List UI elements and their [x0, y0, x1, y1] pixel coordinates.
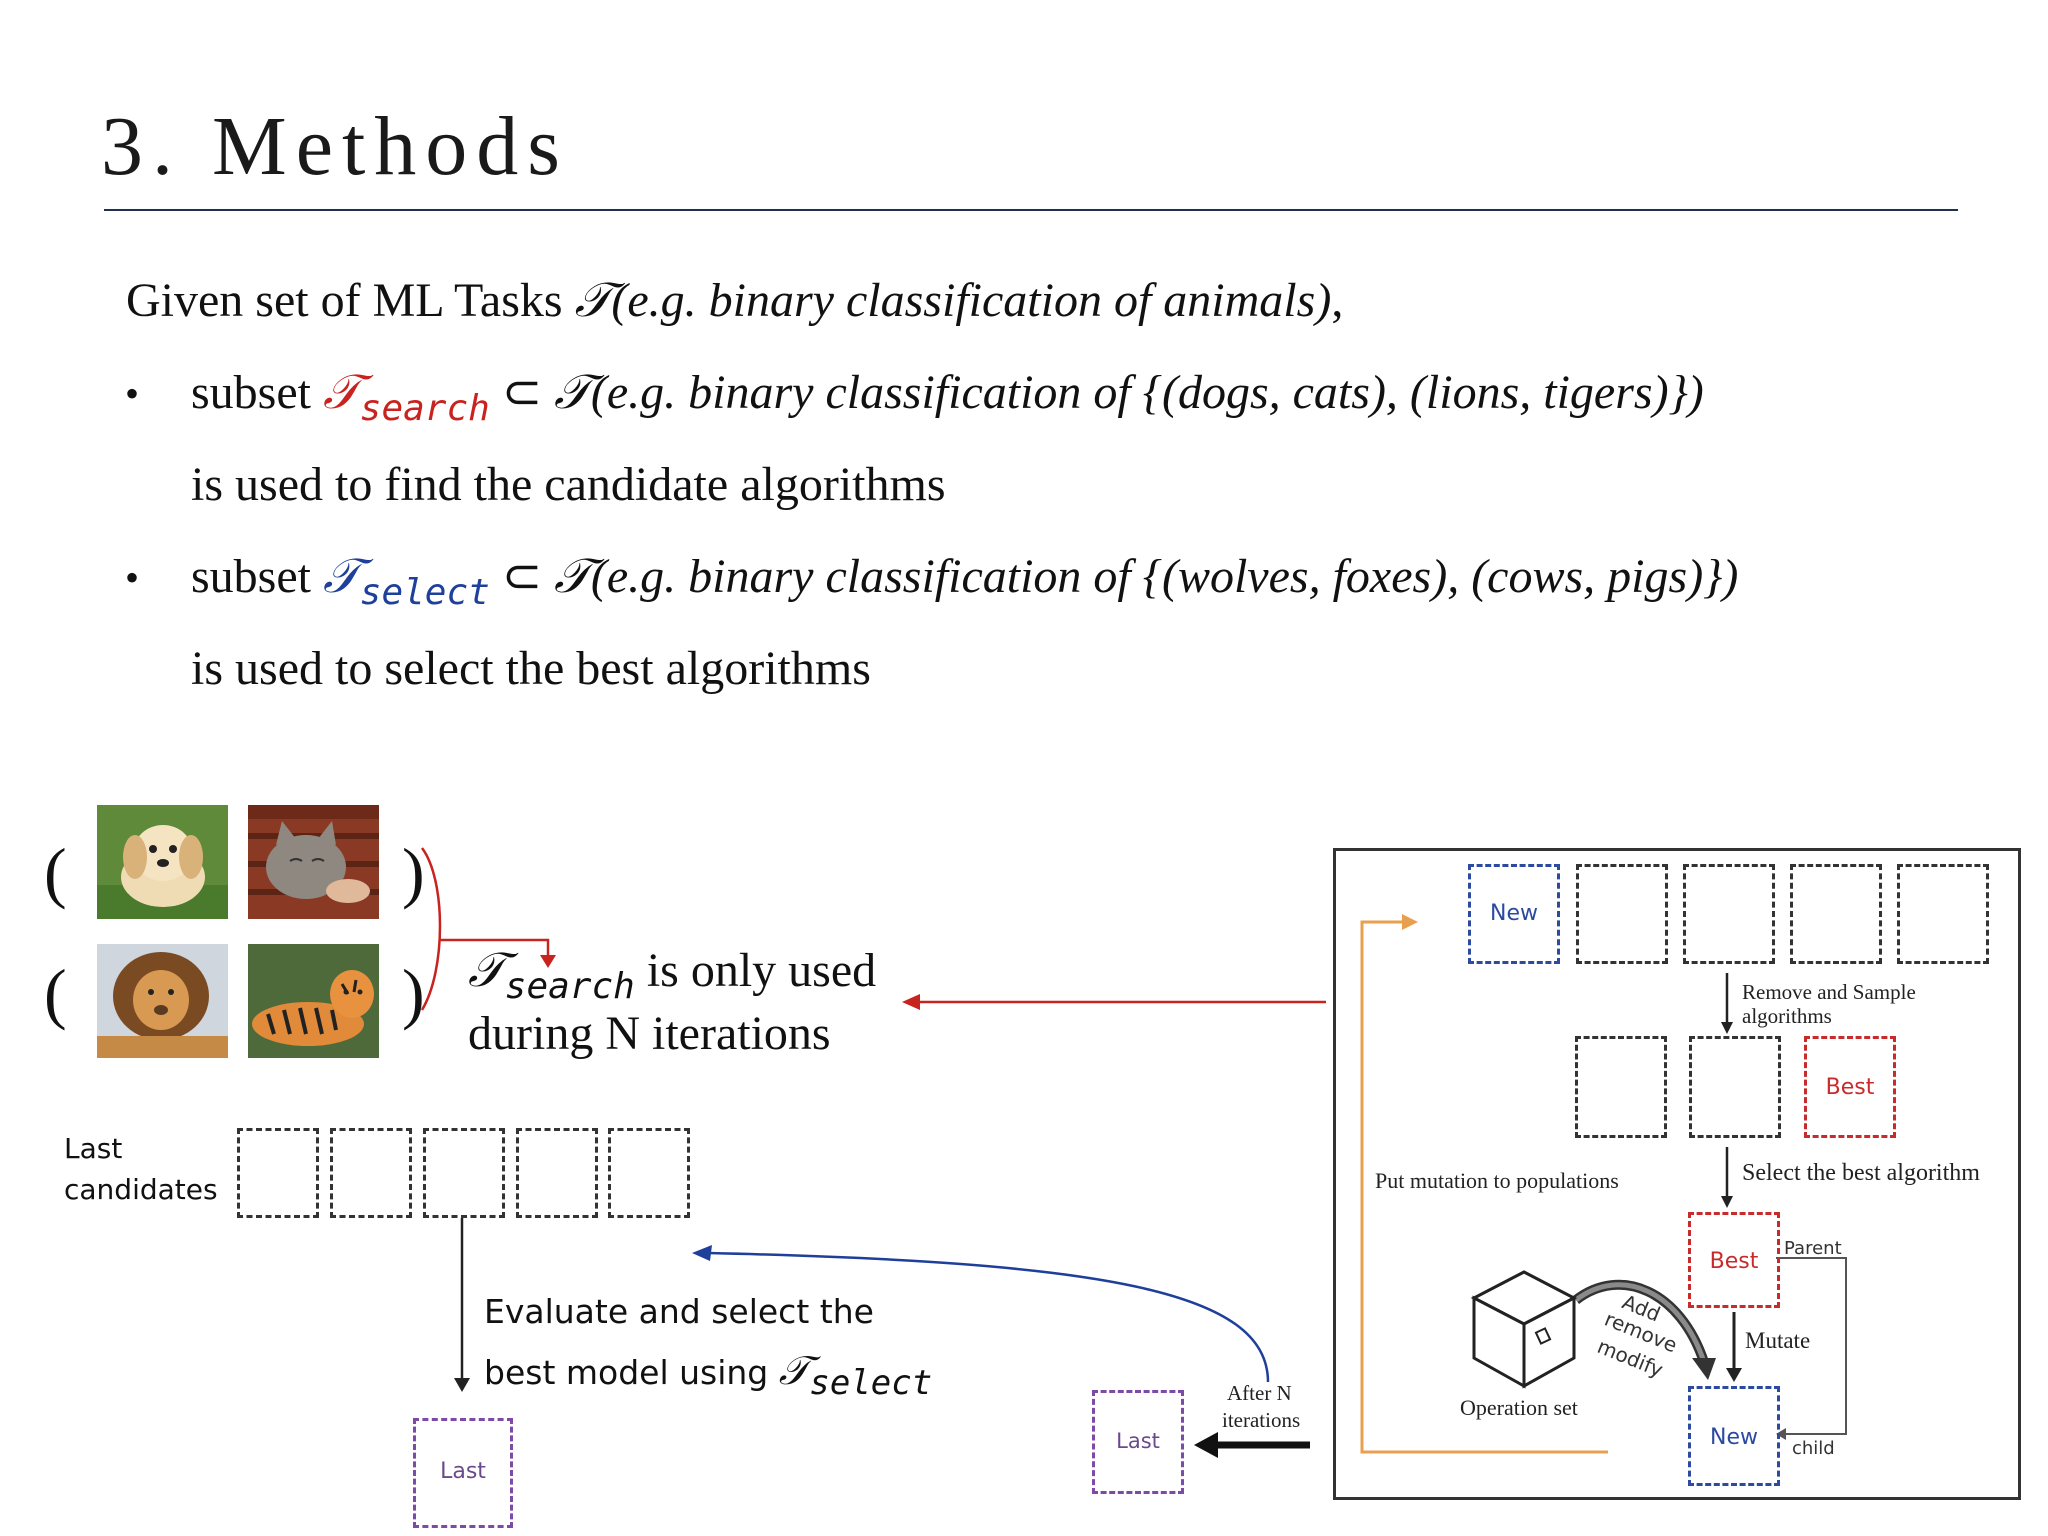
- search-arrow-head: [902, 994, 920, 1010]
- search-note-line-2: during N iterations: [468, 1007, 831, 1060]
- evaluate-line-1: Evaluate and select the: [484, 1292, 874, 1331]
- mutation-loop: [1360, 920, 1608, 1454]
- bullet-2-example: (e.g. binary classification of {(wolves,…: [590, 550, 1739, 603]
- parent-label: Parent: [1784, 1238, 1842, 1259]
- search-symbol: 𝒯: [323, 364, 360, 420]
- candidate-box-3: [423, 1128, 505, 1218]
- search-note-line-1: 𝒯search is only used: [468, 942, 877, 1007]
- candidate-box-2: [330, 1128, 412, 1218]
- operation-set-label: Operation set: [1460, 1395, 1578, 1420]
- remove-sample-line-1: Remove and Sample: [1742, 980, 1916, 1004]
- evaluate-symbol: 𝒯: [778, 1348, 810, 1394]
- put-mutation-label: Put mutation to populations: [1375, 1168, 1619, 1193]
- population-box-new: New: [1468, 864, 1560, 964]
- tiger-photo: [248, 944, 379, 1058]
- search-note-text: is only used: [634, 944, 877, 997]
- best-parent-box: Best: [1688, 1212, 1780, 1308]
- last-label-right: Last: [1116, 1429, 1160, 1453]
- intro-comma: ,: [1331, 274, 1344, 327]
- remove-sample-line-2: algorithms: [1742, 1004, 1832, 1028]
- intro-text: Given set of ML Tasks: [126, 274, 575, 327]
- evaluate-arrow-head: [454, 1378, 470, 1392]
- operation-arrow-head: [1692, 1358, 1716, 1380]
- operation-set-icon: [1470, 1270, 1578, 1389]
- intro-example: (e.g. binary classification of animals): [611, 274, 1332, 327]
- slide-title: 3. Methods: [101, 100, 569, 193]
- title-rule: [104, 209, 1958, 211]
- mutate-label: Mutate: [1745, 1328, 1811, 1353]
- population-box-4: [1790, 864, 1882, 964]
- subset-symbol: ⊂: [489, 550, 555, 603]
- bullet-marker-2: •: [125, 555, 140, 600]
- search-subscript: search: [359, 388, 490, 429]
- search-note-subscript: search: [504, 966, 635, 1007]
- dog-photo: [97, 805, 228, 919]
- bullet-2-line-2: is used to select the best algorithms: [191, 642, 871, 695]
- child-arrow-head: [1776, 1428, 1786, 1440]
- bullet-1-example: (e.g. binary classification of {(dogs, c…: [590, 366, 1704, 419]
- select-symbol: 𝒯: [323, 548, 360, 604]
- close-paren-1: ): [402, 834, 425, 910]
- remove-sample-arrow-head: [1721, 1022, 1733, 1034]
- mutate-arrow-head: [1726, 1368, 1742, 1382]
- after-n-arrow-head: [692, 1245, 712, 1261]
- population-box-5: [1897, 864, 1989, 964]
- candidate-box-1: [237, 1128, 319, 1218]
- task-symbol: 𝒯: [554, 364, 591, 420]
- search-note-symbol: 𝒯: [468, 942, 505, 998]
- last-box-left: Last: [413, 1418, 513, 1528]
- population-box-2: [1576, 864, 1668, 964]
- last-label-left: Last: [440, 1459, 486, 1484]
- candidate-box-4: [516, 1128, 598, 1218]
- new-child-box: New: [1688, 1386, 1780, 1486]
- brace-arrow: [440, 938, 550, 956]
- last-box-right: Last: [1092, 1390, 1184, 1494]
- evolution-figure: [1333, 848, 2021, 1500]
- after-n-line-1: After N: [1227, 1381, 1292, 1405]
- open-paren-2: (: [44, 955, 67, 1031]
- sample-box-best: Best: [1804, 1036, 1896, 1138]
- brace-arrow-head: [540, 955, 556, 968]
- evaluate-text: best model using: [484, 1353, 779, 1392]
- bullet-2-prefix: subset: [191, 550, 323, 603]
- last-candidates-label-2: candidates: [64, 1173, 218, 1206]
- lion-photo: [97, 944, 228, 1058]
- cat-photo: [248, 805, 379, 919]
- intro-line: Given set of ML Tasks 𝒯(e.g. binary clas…: [126, 272, 1343, 329]
- new-label-child: New: [1710, 1425, 1758, 1450]
- task-symbol: 𝒯: [554, 548, 591, 604]
- evaluate-subscript: select: [809, 1363, 933, 1403]
- pair-brace: [420, 847, 442, 1011]
- mutation-loop-head: [1402, 914, 1418, 930]
- bullet-marker-1: •: [125, 371, 140, 416]
- candidate-box-5: [608, 1128, 690, 1218]
- last-candidates-label-1: Last: [64, 1132, 123, 1165]
- child-label: child: [1792, 1438, 1835, 1459]
- subset-symbol: ⊂: [489, 366, 555, 419]
- operation-arrow-fill: [1574, 1282, 1707, 1363]
- new-label-top: New: [1490, 901, 1538, 926]
- after-n-arrow: [707, 1251, 1270, 1383]
- open-paren-1: (: [44, 834, 67, 910]
- sample-box-1: [1575, 1036, 1667, 1138]
- bullet-1-prefix: subset: [191, 366, 323, 419]
- best-label-parent: Best: [1709, 1249, 1759, 1274]
- bullet-1-line-1: subset 𝒯search ⊂ 𝒯(e.g. binary classific…: [191, 364, 1704, 429]
- select-best-arrow-head: [1721, 1196, 1733, 1208]
- best-label-sample: Best: [1825, 1075, 1875, 1100]
- select-best-label: Select the best algorithm: [1742, 1160, 1980, 1186]
- task-symbol: 𝒯: [574, 272, 612, 328]
- sample-box-2: [1689, 1036, 1781, 1138]
- after-n-line-2: iterations: [1222, 1408, 1301, 1432]
- last-arrow-head: [1194, 1432, 1218, 1458]
- close-paren-2: ): [402, 955, 425, 1031]
- select-subscript: select: [359, 572, 490, 613]
- evaluate-line-2: best model using 𝒯select: [484, 1348, 932, 1403]
- population-box-3: [1683, 864, 1775, 964]
- parent-child-bracket: [1776, 1257, 1847, 1435]
- bullet-2-line-1: subset 𝒯select ⊂ 𝒯(e.g. binary classific…: [191, 548, 1739, 613]
- bullet-1-line-2: is used to find the candidate algorithms: [191, 458, 946, 511]
